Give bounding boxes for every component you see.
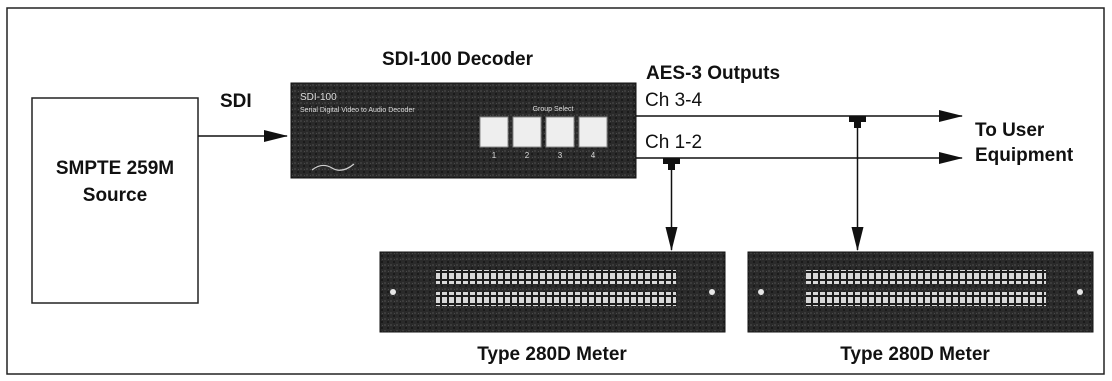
meter-1-panel <box>379 251 726 333</box>
ch34-label: Ch 3-4 <box>645 90 702 111</box>
group-button-4-label: 4 <box>591 151 596 160</box>
group-button-3-label: 3 <box>558 151 563 160</box>
source-label-line1: SMPTE 259M <box>56 158 174 179</box>
decoder-logo <box>311 163 355 171</box>
group-select-label: Group Select <box>533 106 574 113</box>
ch12-label: Ch 1-2 <box>645 132 702 153</box>
destination-label-line1: To User <box>975 120 1045 141</box>
sdi-label: SDI <box>220 91 252 112</box>
ch34-tap <box>849 116 866 251</box>
group-select-buttons: 1 2 3 4 <box>479 116 608 160</box>
ch12-tap <box>663 158 680 251</box>
meter-2-led-row-top <box>806 270 1046 284</box>
smpte-source-box: SMPTE 259M Source <box>31 97 199 304</box>
meter-2-panel <box>747 251 1094 333</box>
sdi-100-decoder-panel: SDI-100 Serial Digital Video to Audio De… <box>290 82 637 179</box>
source-label-line2: Source <box>83 185 147 206</box>
decoder-panel-desc: Serial Digital Video to Audio Decoder <box>300 107 415 114</box>
group-button-1-label: 1 <box>492 151 497 160</box>
meter-1-led-row-bottom <box>436 292 676 306</box>
group-button-3 <box>545 116 575 148</box>
decoder-panel-model: SDI-100 <box>300 92 337 103</box>
aes-outputs-title: AES-3 Outputs <box>646 63 780 84</box>
destination-label-line2: Equipment <box>975 145 1074 166</box>
group-button-2-label: 2 <box>525 151 530 160</box>
meter-2-led-row-bottom <box>806 292 1046 306</box>
meter-1-label: Type 280D Meter <box>477 344 627 365</box>
group-button-4 <box>578 116 608 148</box>
group-button-2 <box>512 116 542 148</box>
group-button-1 <box>479 116 509 148</box>
diagram-frame <box>6 7 1105 375</box>
meter-2-label: Type 280D Meter <box>840 344 990 365</box>
meter-1-led-row-top <box>436 270 676 284</box>
decoder-title: SDI-100 Decoder <box>382 49 534 70</box>
